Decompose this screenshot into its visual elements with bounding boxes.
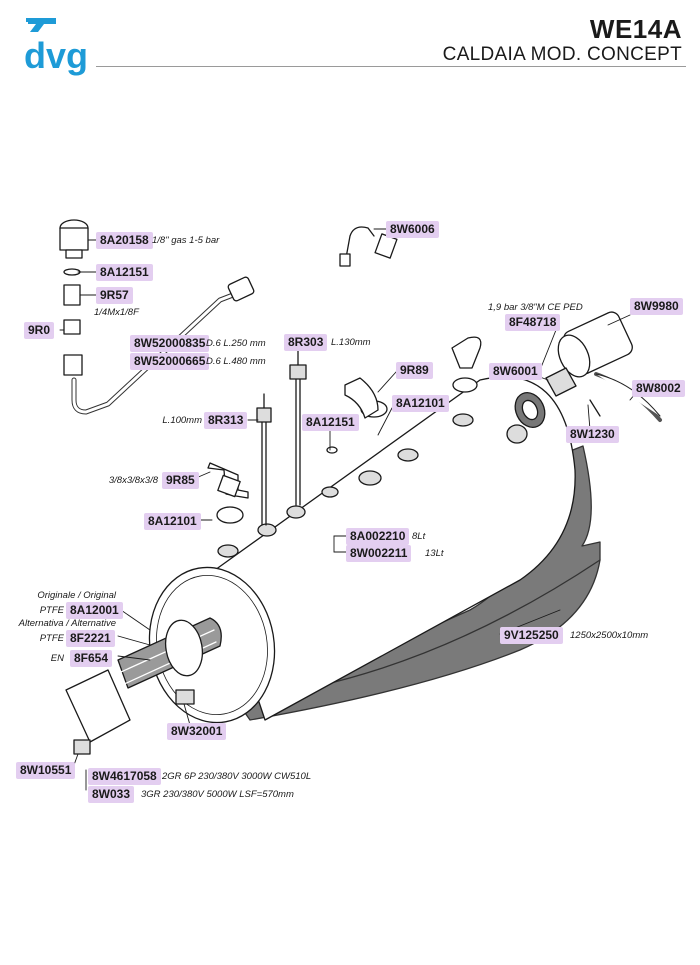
part-tag-gasket-ptfe-1: 8A12001 xyxy=(66,602,123,619)
brand-text: dvg xyxy=(24,35,88,76)
pressure-switch xyxy=(59,219,89,335)
part-note-probe-100: L.100mm xyxy=(162,415,202,426)
part-tag-stud: 8W32001 xyxy=(167,723,227,740)
part-tag-safety-valve: 8F48718 xyxy=(505,314,561,331)
part-tag-temp-sensor: 8W6006 xyxy=(386,221,439,238)
temperature-sensor xyxy=(339,226,398,267)
part-tag-tank-8lt: 8A002210 xyxy=(346,528,410,545)
part-tag-nipple: 8W6001 xyxy=(489,363,542,380)
part-tag-gasket-ptfe-2: 8F2221 xyxy=(66,630,115,647)
part-note-gasket-ptfe-2: PTFE xyxy=(39,633,64,644)
part-note-gasket-ptfe-1: PTFE xyxy=(39,605,64,616)
level-probes xyxy=(256,349,307,526)
part-tag-cable: 8W8002 xyxy=(632,380,685,397)
part-tag-gasket-1: 8A12151 xyxy=(96,264,153,281)
part-note-tank-8lt: 8Lt xyxy=(412,531,426,542)
gasket-note-alternative: Alternativa / Alternative xyxy=(18,618,116,629)
page-title: WE14A xyxy=(589,14,682,44)
part-tag-nut: 9R0 xyxy=(24,322,55,339)
part-tag-insulation: 9V125250 xyxy=(500,627,563,644)
gasket-note-original: Originale / Original xyxy=(37,590,116,601)
part-note-element-5000w: 3GR 230/380V 5000W LSF=570mm xyxy=(141,789,294,800)
part-tag-probe-100: 8R313 xyxy=(204,412,248,429)
part-tag-connector: 8W1230 xyxy=(566,426,619,443)
part-note-pipe-480: D.6 L.480 mm xyxy=(206,356,266,367)
part-note-tee: 3/8x3/8x3/8 xyxy=(108,475,158,486)
part-tag-pressure-switch: 8A20158 xyxy=(96,232,153,249)
part-tag-elbow: 9R89 xyxy=(396,362,433,379)
part-note-gasket-en: EN xyxy=(50,653,64,664)
part-tag-tee: 9R85 xyxy=(162,472,199,489)
part-note-insulation: 1250x2500x10mm xyxy=(570,630,649,641)
part-note-pressure-switch: 1/8" gas 1-5 bar xyxy=(152,235,220,246)
part-note-pipe-250: D.6 L.250 mm xyxy=(206,338,266,349)
part-tag-reducer: 9R57 xyxy=(96,287,133,304)
page-subtitle: CALDAIA MOD. CONCEPT xyxy=(442,44,682,65)
part-tag-gasket-en: 8F654 xyxy=(70,650,113,667)
part-tag-element-nut: 8W10551 xyxy=(16,762,76,779)
pipe-assembly xyxy=(63,276,255,415)
part-tag-pipe-480: 8W52000665 xyxy=(130,353,210,370)
part-note-element-3000w: 2GR 6P 230/380V 3000W CW510L xyxy=(162,771,312,782)
pressure-switch-assembly xyxy=(514,311,662,429)
part-tag-pipe-250: 8W52000835 xyxy=(130,335,210,352)
part-note-reducer: 1/4Mx1/8F xyxy=(94,307,139,318)
part-tag-element-5000w: 8W033 xyxy=(88,786,135,803)
brand-logo: dvg xyxy=(22,12,102,80)
tee-fitting xyxy=(207,462,249,499)
part-tag-element-3000w: 8W4617058 xyxy=(88,768,161,785)
elbow-fittings xyxy=(344,336,482,419)
part-note-probe-130: L.130mm xyxy=(331,337,371,348)
part-tag-gasket-3: 8A12101 xyxy=(392,395,449,412)
part-note-safety-valve: 1,9 bar 3/8"M CE PED xyxy=(488,302,583,313)
part-tag-tank-13lt: 8W002211 xyxy=(346,545,412,562)
part-tag-probe-130: 8R303 xyxy=(284,334,328,351)
part-tag-gasket-4: 8A12101 xyxy=(144,513,201,530)
part-tag-pressostat: 8W9980 xyxy=(630,298,683,315)
header-divider xyxy=(96,66,686,67)
part-tag-gasket-2: 8A12151 xyxy=(302,414,359,431)
heating-element xyxy=(65,617,222,755)
part-note-tank-13lt: 13Lt xyxy=(425,548,444,559)
